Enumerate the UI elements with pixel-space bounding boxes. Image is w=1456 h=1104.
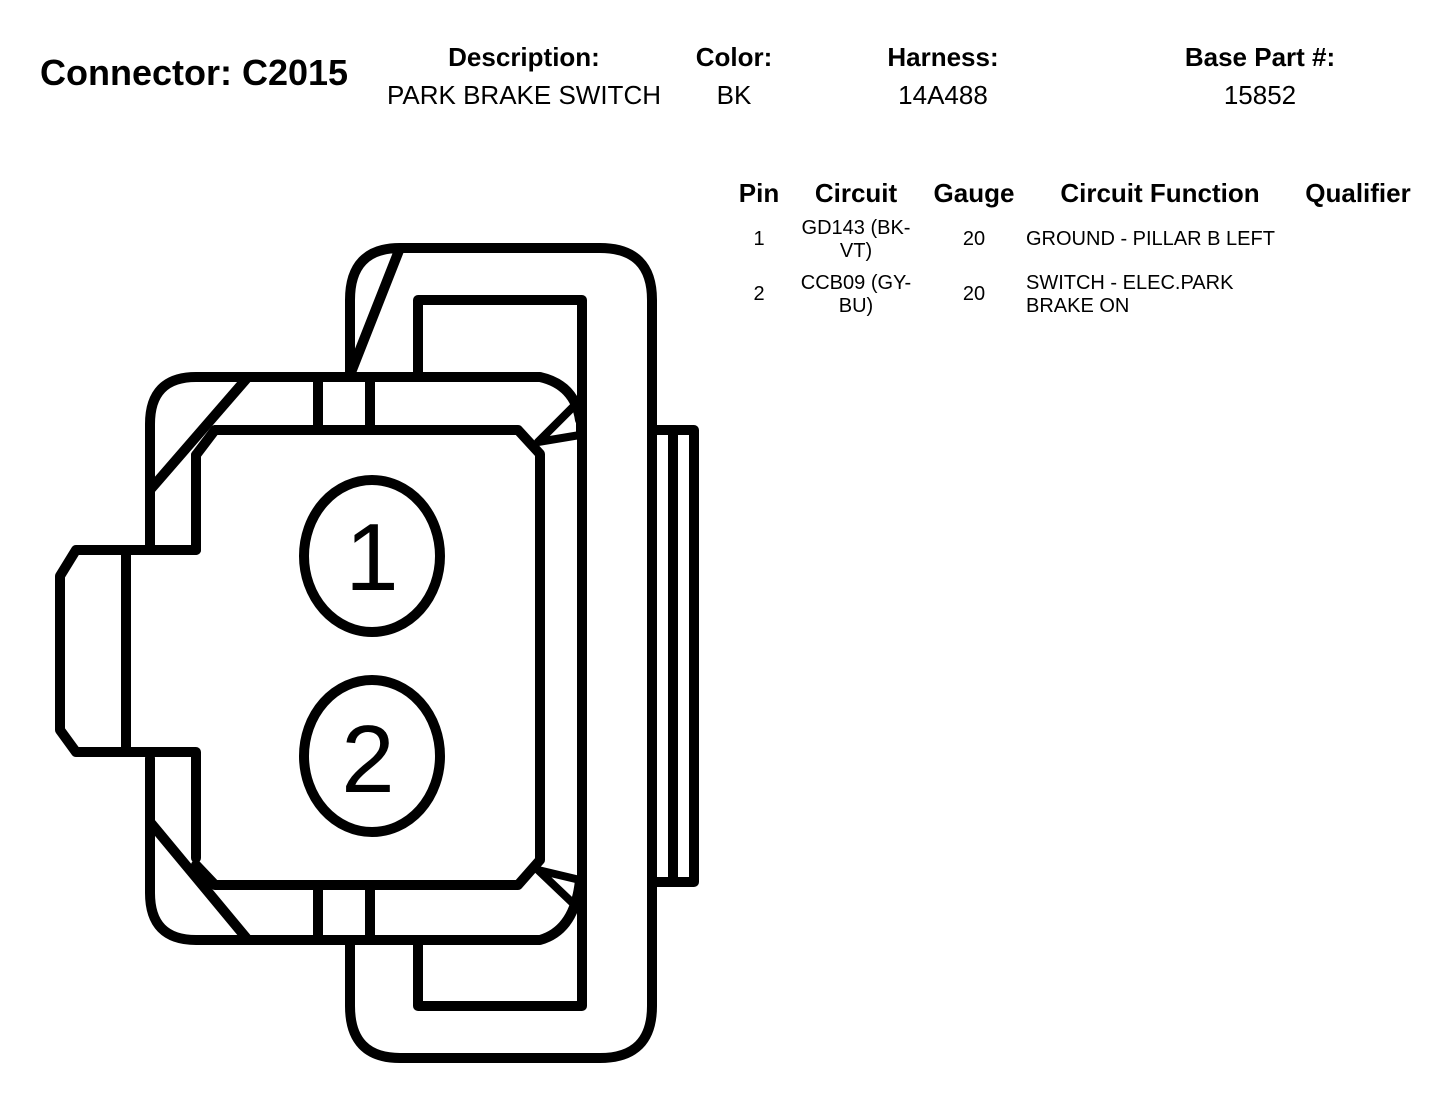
row-1-circuit-line-2: VT) xyxy=(839,240,873,262)
row-2-circuit-line-1: CCB09 (GY- xyxy=(800,272,912,294)
lock-barb-top xyxy=(534,396,584,446)
column-header-pin: Pin xyxy=(738,178,780,208)
row-2-gauge: 20 xyxy=(962,283,986,305)
description-value: PARK BRAKE SWITCH xyxy=(386,80,662,110)
base-part-value: 15852 xyxy=(1223,80,1297,110)
column-header-gauge: Gauge xyxy=(933,178,1015,208)
harness-value: 14A488 xyxy=(898,80,988,110)
chamfer-top-left xyxy=(145,372,253,495)
connector-latch-inner xyxy=(413,295,587,1011)
connector-latch-outer xyxy=(345,243,657,1063)
column-header-qualifier: Qualifier xyxy=(1305,178,1411,208)
harness-header: Harness: xyxy=(887,42,999,72)
color-header: Color: xyxy=(695,42,773,72)
row-1-circuit-line-1: GD143 (BK- xyxy=(801,217,911,239)
column-header-circuit-function: Circuit Function xyxy=(1060,178,1260,208)
pin-2-label: 2 xyxy=(341,706,394,813)
row-1-pin: 1 xyxy=(753,228,765,250)
row-2-circuit-line-2: BU) xyxy=(838,295,874,317)
pin-1-cavity xyxy=(299,475,445,637)
base-part-header: Base Part #: xyxy=(1184,42,1336,72)
chamfer-bottom-left xyxy=(145,817,253,945)
pin-2-cavity xyxy=(299,675,445,837)
color-value: BK xyxy=(716,80,752,110)
row-2-function-line-2: BRAKE ON xyxy=(1026,295,1130,317)
row-1-gauge: 20 xyxy=(962,228,986,250)
connector-housing-inner xyxy=(191,425,545,890)
connector-housing-outer xyxy=(145,372,585,945)
lock-barb-bottom xyxy=(534,866,584,914)
description-header: Description: xyxy=(448,42,600,72)
pin-1-label: 1 xyxy=(345,504,398,611)
column-header-circuit: Circuit xyxy=(814,178,898,208)
connector-title: Connector: C2015 xyxy=(40,52,349,93)
connector-key-tab xyxy=(55,545,201,863)
row-2-pin: 2 xyxy=(753,283,765,305)
row-1-function-line-1: GROUND - PILLAR B LEFT xyxy=(1026,228,1275,250)
row-2-function-line-1: SWITCH - ELEC.PARK xyxy=(1026,272,1234,294)
